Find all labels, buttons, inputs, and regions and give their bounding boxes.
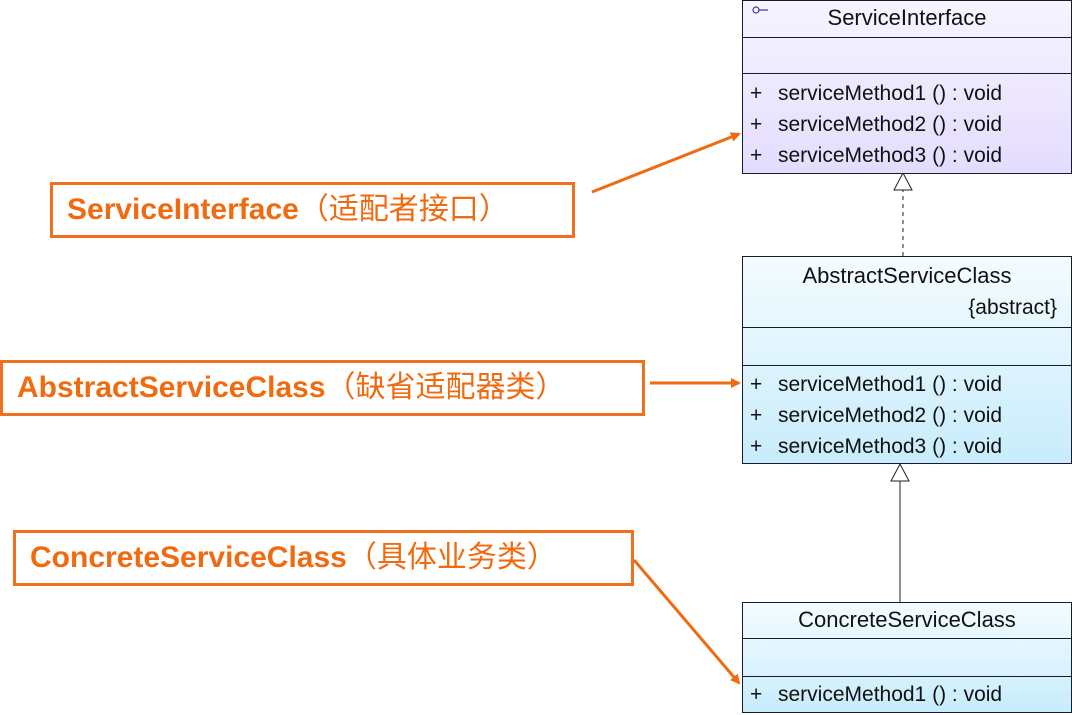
attribute-compartment [743, 639, 1071, 677]
callout-arrow-concrete-service-class [632, 559, 741, 685]
callout-name: AbstractServiceClass [17, 371, 326, 404]
generalization-arrowhead [890, 462, 910, 482]
callout-description: （具体业务类） [346, 540, 557, 575]
operation-signature: serviceMethod2 () : void [778, 404, 1003, 427]
callout-service-interface: ServiceInterface（适配者接口） [50, 182, 575, 238]
callout-abstract-service-class: AbstractServiceClass（缺省适配器类） [0, 360, 645, 416]
attribute-compartment [743, 328, 1071, 366]
callout-name: ServiceInterface [67, 193, 299, 226]
class-name-compartment: ServiceInterface [743, 1, 1071, 38]
visibility-marker: + [750, 683, 763, 706]
visibility-marker: + [750, 373, 763, 396]
concrete-service-class: ConcreteServiceClass + serviceMethod1 () … [742, 602, 1072, 713]
callout-name: ConcreteServiceClass [30, 541, 347, 574]
operation-compartment: + serviceMethod1 () : void + serviceMethod… [743, 366, 1071, 462]
visibility-marker: + [750, 435, 763, 458]
class-name-compartment: ConcreteServiceClass [743, 603, 1071, 639]
class-name: AbstractServiceClass [802, 263, 1012, 288]
visibility-marker: + [750, 82, 763, 105]
callout-arrow-service-interface [591, 132, 741, 194]
operation-signature: serviceMethod3 () : void [778, 435, 1003, 458]
operation-signature: serviceMethod2 () : void [778, 113, 1003, 136]
class-name: ServiceInterface [827, 5, 987, 30]
visibility-marker: + [750, 113, 763, 136]
operation-compartment: + serviceMethod1 () : void [743, 677, 1071, 710]
abstract-service-class: AbstractServiceClass {abstract} + service… [742, 256, 1072, 464]
operation-row: + serviceMethod3 () : void [743, 140, 1071, 171]
realization-arrowhead [893, 171, 913, 191]
visibility-marker: + [750, 144, 763, 167]
operation-signature: serviceMethod1 () : void [778, 373, 1003, 396]
service-interface-class: ServiceInterface + serviceMethod1 () : vo… [742, 0, 1072, 174]
callout-description: （适配者接口） [298, 192, 509, 227]
callout-description: （缺省适配器类） [325, 370, 566, 405]
operation-signature: serviceMethod3 () : void [778, 144, 1003, 167]
operation-signature: serviceMethod1 () : void [778, 683, 1003, 706]
class-name: ConcreteServiceClass [798, 607, 1016, 632]
attribute-compartment [743, 38, 1071, 74]
operation-row: + serviceMethod2 () : void [743, 400, 1071, 431]
operation-row: + serviceMethod2 () : void [743, 109, 1071, 140]
visibility-marker: + [750, 404, 763, 427]
operation-row: + serviceMethod1 () : void [743, 369, 1071, 400]
operation-row: + serviceMethod1 () : void [743, 78, 1071, 109]
operation-signature: serviceMethod1 () : void [778, 82, 1003, 105]
operation-row: + serviceMethod3 () : void [743, 431, 1071, 462]
operation-row: + serviceMethod1 () : void [743, 679, 1071, 710]
class-stereotype: {abstract} [968, 296, 1057, 319]
callout-concrete-service-class: ConcreteServiceClass（具体业务类） [13, 530, 634, 586]
class-name-compartment: AbstractServiceClass {abstract} [743, 257, 1071, 328]
interface-icon [752, 6, 768, 14]
operation-compartment: + serviceMethod1 () : void + serviceMethod… [743, 74, 1071, 171]
